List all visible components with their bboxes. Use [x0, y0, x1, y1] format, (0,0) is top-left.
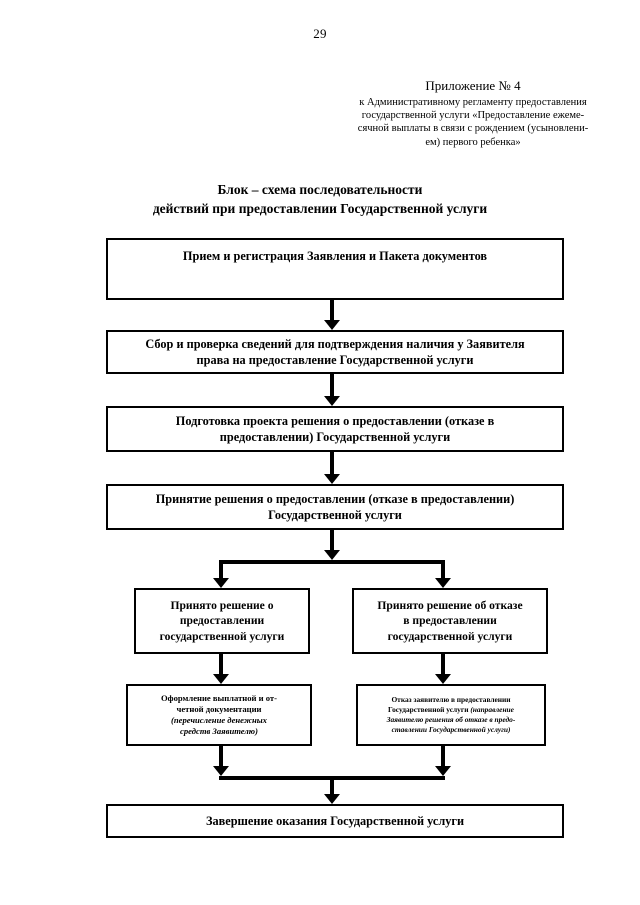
flow-node-completion: Завершение оказания Государственной услу… [106, 804, 564, 838]
connector-split-left [219, 560, 223, 582]
appendix-header: Приложение № 4 к Административному регла… [352, 78, 594, 149]
connector-intake-to-collect [330, 300, 334, 322]
flow-node-completion-text: Завершение оказания Государственной услу… [205, 813, 465, 828]
flow-node-decision-line-1: Принятие решения о предоставлении (отказ… [155, 491, 515, 506]
flow-node-approved: Принято решение о предоставлении государ… [134, 588, 310, 654]
arrowhead-payment [213, 674, 229, 684]
arrowhead-collect [324, 320, 340, 330]
flow-node-payment-docs-italic-1: (перечисление денежных [171, 715, 267, 725]
flow-node-draft-decision-line-2: предоставлении) Государственной услуги [219, 430, 451, 444]
arrowhead-draft [324, 396, 340, 406]
arrowhead-final [324, 794, 340, 804]
page-number: 29 [313, 26, 327, 41]
flow-node-payment-docs-italic-2: средств Заявителю) [180, 726, 258, 737]
flow-node-payment-docs-line-1: Оформление выплатной и от- [160, 692, 278, 703]
page-title-line-1: Блок – схема последовательности [217, 182, 423, 197]
connector-refused-to-refusal [441, 654, 445, 678]
flow-node-refused-line-3: государственной услуги [387, 629, 513, 643]
arrowhead-split [324, 550, 340, 560]
connector-collect-to-draft [330, 374, 334, 398]
flow-node-intake: Прием и регистрация Заявления и Пакета д… [106, 238, 564, 300]
flow-node-collect-line-1: Сбор и проверка сведений для подтвержден… [145, 336, 525, 351]
flow-node-payment-docs-line-2: четной документации [176, 703, 262, 714]
flow-node-approved-line-1: Принято решение о [170, 598, 274, 612]
connector-draft-to-decision [330, 452, 334, 476]
flow-node-collect: Сбор и проверка сведений для подтвержден… [106, 330, 564, 374]
flow-node-intake-text: Прием и регистрация Заявления и Пакета д… [182, 249, 488, 263]
flow-node-refusal-notice-italic-1: (направление [470, 705, 514, 715]
flow-node-refused: Принято решение об отказе в предоставлен… [352, 588, 548, 654]
connector-decision-to-split [330, 530, 334, 554]
flow-node-refused-line-2: в предоставлении [403, 614, 497, 628]
flow-node-draft-decision: Подготовка проекта решения о предоставле… [106, 406, 564, 452]
flow-node-decision: Принятие решения о предоставлении (отказ… [106, 484, 564, 530]
arrowhead-merge-left [213, 766, 229, 776]
flow-node-draft-decision-line-1: Подготовка проекта решения о предоставле… [175, 413, 495, 428]
flow-node-refusal-notice-line-2: Государственной услуги (направление [364, 705, 538, 715]
flow-node-refusal-notice-line-1: Отказ заявителю в предоставлении [391, 695, 511, 705]
page-title-line-2: действий при предоставлении Государствен… [152, 201, 488, 216]
appendix-line-3: сячной выплаты в связи с рождением (усын… [357, 123, 589, 135]
arrowhead-approve [213, 578, 229, 588]
flow-node-refusal-notice: Отказ заявителю в предоставлении Государ… [356, 684, 546, 746]
connector-approved-to-payment [219, 654, 223, 678]
arrowhead-decision [324, 474, 340, 484]
flow-node-refusal-notice-italic-3: ставлении Государственной услуги) [391, 724, 511, 734]
appendix-line-1: к Административному регламенту предостав… [359, 97, 587, 108]
connector-merge-to-final [330, 776, 334, 798]
flow-node-collect-line-2: права на предоставление Государственной … [196, 353, 474, 367]
appendix-line-2: государственной услуги «Предоставление е… [361, 110, 585, 122]
flow-node-refused-line-1: Принято решение об отказе [377, 598, 523, 612]
page-title: Блок – схема последовательности действий… [60, 180, 580, 218]
connector-refusal-to-merge [441, 746, 445, 770]
flow-node-approved-line-2: предоставлении [179, 614, 265, 628]
arrowhead-merge-right [435, 766, 451, 776]
flow-node-refusal-notice-italic-2: Заявителю решения об отказе в предо- [386, 715, 516, 724]
flow-node-refusal-notice-line-2-text: Государственной услуги [388, 705, 471, 715]
connector-split-bar [219, 560, 445, 564]
connector-split-right [441, 560, 445, 582]
appendix-line-4: ем) первого ребенка» [425, 136, 521, 148]
arrowhead-refuse [435, 578, 451, 588]
flow-node-approved-line-3: государственной услуги [159, 629, 285, 643]
connector-payment-to-merge [219, 746, 223, 770]
flow-node-payment-docs: Оформление выплатной и от- четной докуме… [126, 684, 312, 746]
appendix-title: Приложение № 4 [425, 78, 521, 93]
arrowhead-refusal [435, 674, 451, 684]
flow-node-decision-line-2: Государственной услуги [268, 508, 402, 522]
